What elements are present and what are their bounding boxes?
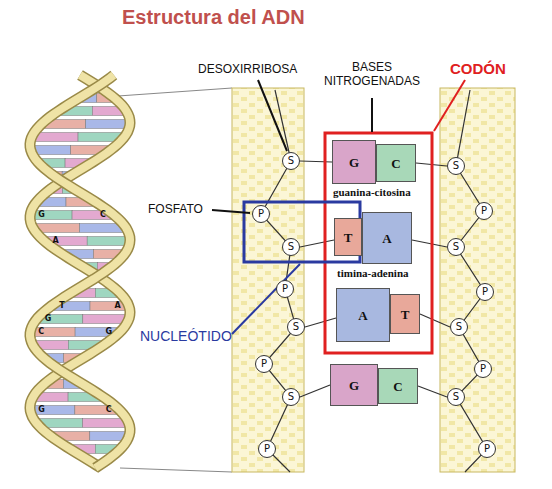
double-helix — [30, 75, 130, 468]
circle-letter: P — [481, 206, 487, 216]
part-label: FOSFATO — [148, 202, 203, 216]
part-label: DESOXIRRIBOSA — [198, 62, 297, 76]
base-letter: T — [401, 308, 410, 321]
diagram-title: Estructura del ADN — [122, 6, 305, 29]
nucleotide-label: NUCLEÓTIDO — [140, 328, 232, 344]
backbone-circle: S — [447, 238, 465, 256]
base-letter: G — [349, 156, 359, 169]
base-block: G — [332, 140, 376, 184]
base-bar — [30, 406, 75, 415]
backbone-band — [232, 88, 304, 472]
circle-letter: P — [484, 444, 490, 454]
helix-strand — [30, 75, 130, 468]
pair-label: timina-adenina — [337, 267, 409, 279]
leader-line — [371, 98, 373, 132]
circle-letter: S — [453, 242, 459, 252]
backbone-circle: P — [478, 440, 496, 458]
backbone-circle: S — [287, 318, 305, 336]
helix-strand — [30, 75, 130, 468]
circle-letter: S — [293, 322, 299, 332]
codon-label: CODÓN — [450, 60, 506, 77]
helix-base-letter: C — [106, 405, 112, 414]
circle-letter: P — [258, 209, 264, 219]
circle-letter: S — [288, 242, 294, 252]
backbone-circle: S — [282, 388, 300, 406]
base-block: C — [376, 144, 416, 182]
backbone-line — [261, 90, 296, 472]
circle-letter: P — [282, 284, 288, 294]
zoom-line — [118, 88, 232, 96]
helix-strand — [30, 75, 130, 468]
backbone-circle: S — [447, 157, 465, 175]
leader-line — [212, 210, 250, 213]
backbone-circle: P — [276, 280, 294, 298]
helix-base-letter: G — [105, 327, 112, 336]
backbone-band — [440, 88, 515, 472]
helix-base-letter: C — [38, 327, 44, 336]
backbone-circle: S — [450, 318, 468, 336]
base-bar — [30, 328, 75, 337]
helix-base-letter: G — [38, 210, 45, 219]
backbone-circle: P — [255, 355, 273, 373]
base-block: C — [378, 368, 418, 404]
backbone-circle: S — [447, 388, 465, 406]
circle-letter: P — [482, 287, 488, 297]
helix-base-letter: T — [59, 301, 64, 310]
base-block: T — [334, 218, 362, 256]
leader-line — [434, 80, 465, 131]
base-letter: C — [393, 380, 402, 393]
base-bar — [86, 120, 130, 129]
backbone-line — [456, 90, 487, 472]
base-letter: A — [358, 309, 367, 322]
base-letter: A — [382, 232, 391, 245]
codon-box — [325, 133, 432, 353]
backbone-circle: S — [282, 238, 300, 256]
part-label: BASES NITROGENADAS — [322, 60, 422, 88]
base-block: A — [336, 288, 390, 342]
backbone-circle: S — [282, 152, 300, 170]
base-letter: C — [391, 157, 400, 170]
circle-letter: S — [288, 156, 294, 166]
helix-base-letter: A — [52, 236, 58, 245]
backbone-circle: P — [476, 283, 494, 301]
base-letter: G — [349, 379, 359, 392]
helix-base-letter: C — [100, 210, 106, 219]
helix-base-letter: G — [38, 405, 45, 414]
circle-letter: S — [288, 392, 294, 402]
zoom-line — [120, 468, 232, 472]
circle-letter: S — [453, 392, 459, 402]
base-block: G — [330, 364, 378, 406]
sugar-base-bonds — [300, 161, 450, 397]
helix-strand — [30, 75, 130, 468]
leader-line — [258, 80, 287, 151]
helix-base-letter: G — [45, 314, 52, 323]
pair-label: guanina-citosina — [333, 186, 411, 198]
circle-letter: P — [480, 364, 486, 374]
circle-letter: P — [264, 444, 270, 454]
circle-letter: P — [261, 359, 267, 369]
base-letter: T — [344, 231, 353, 244]
backbone-circle: P — [252, 205, 270, 223]
backbone-circle: P — [258, 440, 276, 458]
backbone-circle: P — [475, 202, 493, 220]
base-block: T — [390, 294, 420, 334]
helix-base-letter: A — [115, 301, 121, 310]
circle-letter: S — [453, 161, 459, 171]
base-block: A — [362, 212, 412, 264]
base-bar — [87, 237, 130, 246]
backbone-circle: P — [474, 360, 492, 378]
circle-letter: S — [456, 322, 462, 332]
